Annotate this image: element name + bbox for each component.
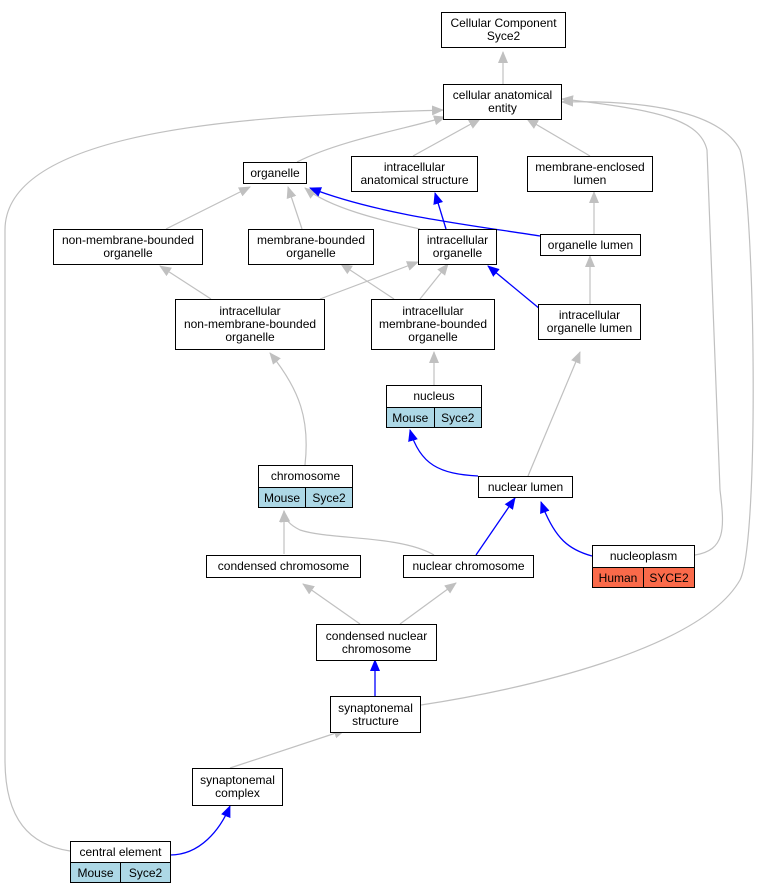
central-element-tags: Mouse Syce2 xyxy=(70,863,171,883)
edge-ce-to-sc xyxy=(169,805,231,856)
node-membrane-bounded-organelle[interactable]: membrane-bounded organelle xyxy=(248,229,374,265)
node-cellular-component[interactable]: Cellular Component Syce2 xyxy=(441,12,566,48)
node-synaptonemal-complex[interactable]: synaptonemal complex xyxy=(192,768,283,806)
edge-nc-to-nl xyxy=(475,497,516,556)
edge-ias-to-cae xyxy=(412,118,481,157)
part-of-edges xyxy=(169,187,593,856)
node-membrane-enclosed-lumen[interactable]: membrane-enclosed lumen xyxy=(527,156,653,192)
nucleoplasm-tags: Human SYCE2 xyxy=(592,568,695,588)
edge-ss-to-cae xyxy=(420,96,754,706)
edge-cnc-to-cc xyxy=(302,583,361,625)
node-chromosome[interactable]: chromosome xyxy=(258,465,353,488)
edge-sc-to-ss xyxy=(229,728,346,769)
edge-nmbo-to-organelle xyxy=(165,186,251,230)
node-organelle-lumen[interactable]: organelle lumen xyxy=(540,234,641,256)
edge-chromosome-to-inmbo xyxy=(269,352,307,466)
edge-organelle-to-cae xyxy=(296,115,446,163)
edge-nucleoplasm-to-cae xyxy=(561,95,724,556)
node-intracellular-anatomical-structure[interactable]: intracellular anatomical structure xyxy=(351,156,478,192)
node-condensed-chromosome[interactable]: condensed chromosome xyxy=(206,555,361,578)
node-cellular-anatomical-entity[interactable]: cellular anatomical entity xyxy=(443,84,562,120)
edge-nucleoplasm-to-nl xyxy=(540,501,593,557)
gene-tag: Syce2 xyxy=(433,408,481,427)
edge-nc-to-chromosome xyxy=(280,510,435,556)
node-nuclear-chromosome[interactable]: nuclear chromosome xyxy=(403,555,534,578)
edge-mel-to-cae xyxy=(526,118,591,157)
edge-mbo-to-organelle xyxy=(286,186,303,230)
species-tag: Human xyxy=(593,568,643,587)
node-intracellular-organelle-lumen[interactable]: intracellular organelle lumen xyxy=(538,304,641,340)
edge-io-to-organelle xyxy=(304,187,421,230)
node-condensed-nuclear-chromosome[interactable]: condensed nuclear chromosome xyxy=(316,624,437,661)
node-intracellular-membrane-bounded-organelle[interactable]: intracellular membrane-bounded organelle xyxy=(371,299,495,350)
edge-nl-to-nucleus xyxy=(408,429,479,477)
edge-inmbo-to-nmbo xyxy=(159,265,212,300)
node-organelle[interactable]: organelle xyxy=(243,162,307,184)
gene-tag: SYCE2 xyxy=(643,568,694,587)
node-synaptonemal-structure[interactable]: synaptonemal structure xyxy=(330,696,421,733)
edge-ol-to-organelle xyxy=(309,187,541,237)
gene-tag: Syce2 xyxy=(120,863,170,882)
node-intracellular-non-membrane-bounded-organelle[interactable]: intracellular non-membrane-bounded organ… xyxy=(175,299,325,350)
edge-iol-to-io xyxy=(487,265,541,310)
species-tag: Mouse xyxy=(259,488,305,507)
node-intracellular-organelle[interactable]: intracellular organelle xyxy=(418,229,497,265)
edge-ce-to-cae xyxy=(4,105,444,852)
edge-imbo-to-io xyxy=(419,263,449,300)
is-a-edges xyxy=(4,51,754,852)
species-tag: Mouse xyxy=(71,863,120,882)
species-tag: Mouse xyxy=(387,408,434,427)
node-nucleus[interactable]: nucleus xyxy=(386,385,482,408)
edge-nl-to-iol xyxy=(527,351,581,477)
node-nucleoplasm[interactable]: nucleoplasm xyxy=(592,545,695,568)
nucleus-tags: Mouse Syce2 xyxy=(386,408,482,428)
node-nuclear-lumen[interactable]: nuclear lumen xyxy=(478,476,573,498)
edge-io-to-ias xyxy=(433,192,447,230)
edge-cnc-to-nc xyxy=(399,582,457,625)
gene-tag: Syce2 xyxy=(305,488,352,507)
edge-imbo-to-mbo xyxy=(340,263,395,300)
chromosome-tags: Mouse Syce2 xyxy=(258,488,353,508)
node-central-element[interactable]: central element xyxy=(70,841,171,863)
edge-inmbo-to-io xyxy=(319,261,419,300)
node-non-membrane-bounded-organelle[interactable]: non-membrane-bounded organelle xyxy=(53,229,203,265)
